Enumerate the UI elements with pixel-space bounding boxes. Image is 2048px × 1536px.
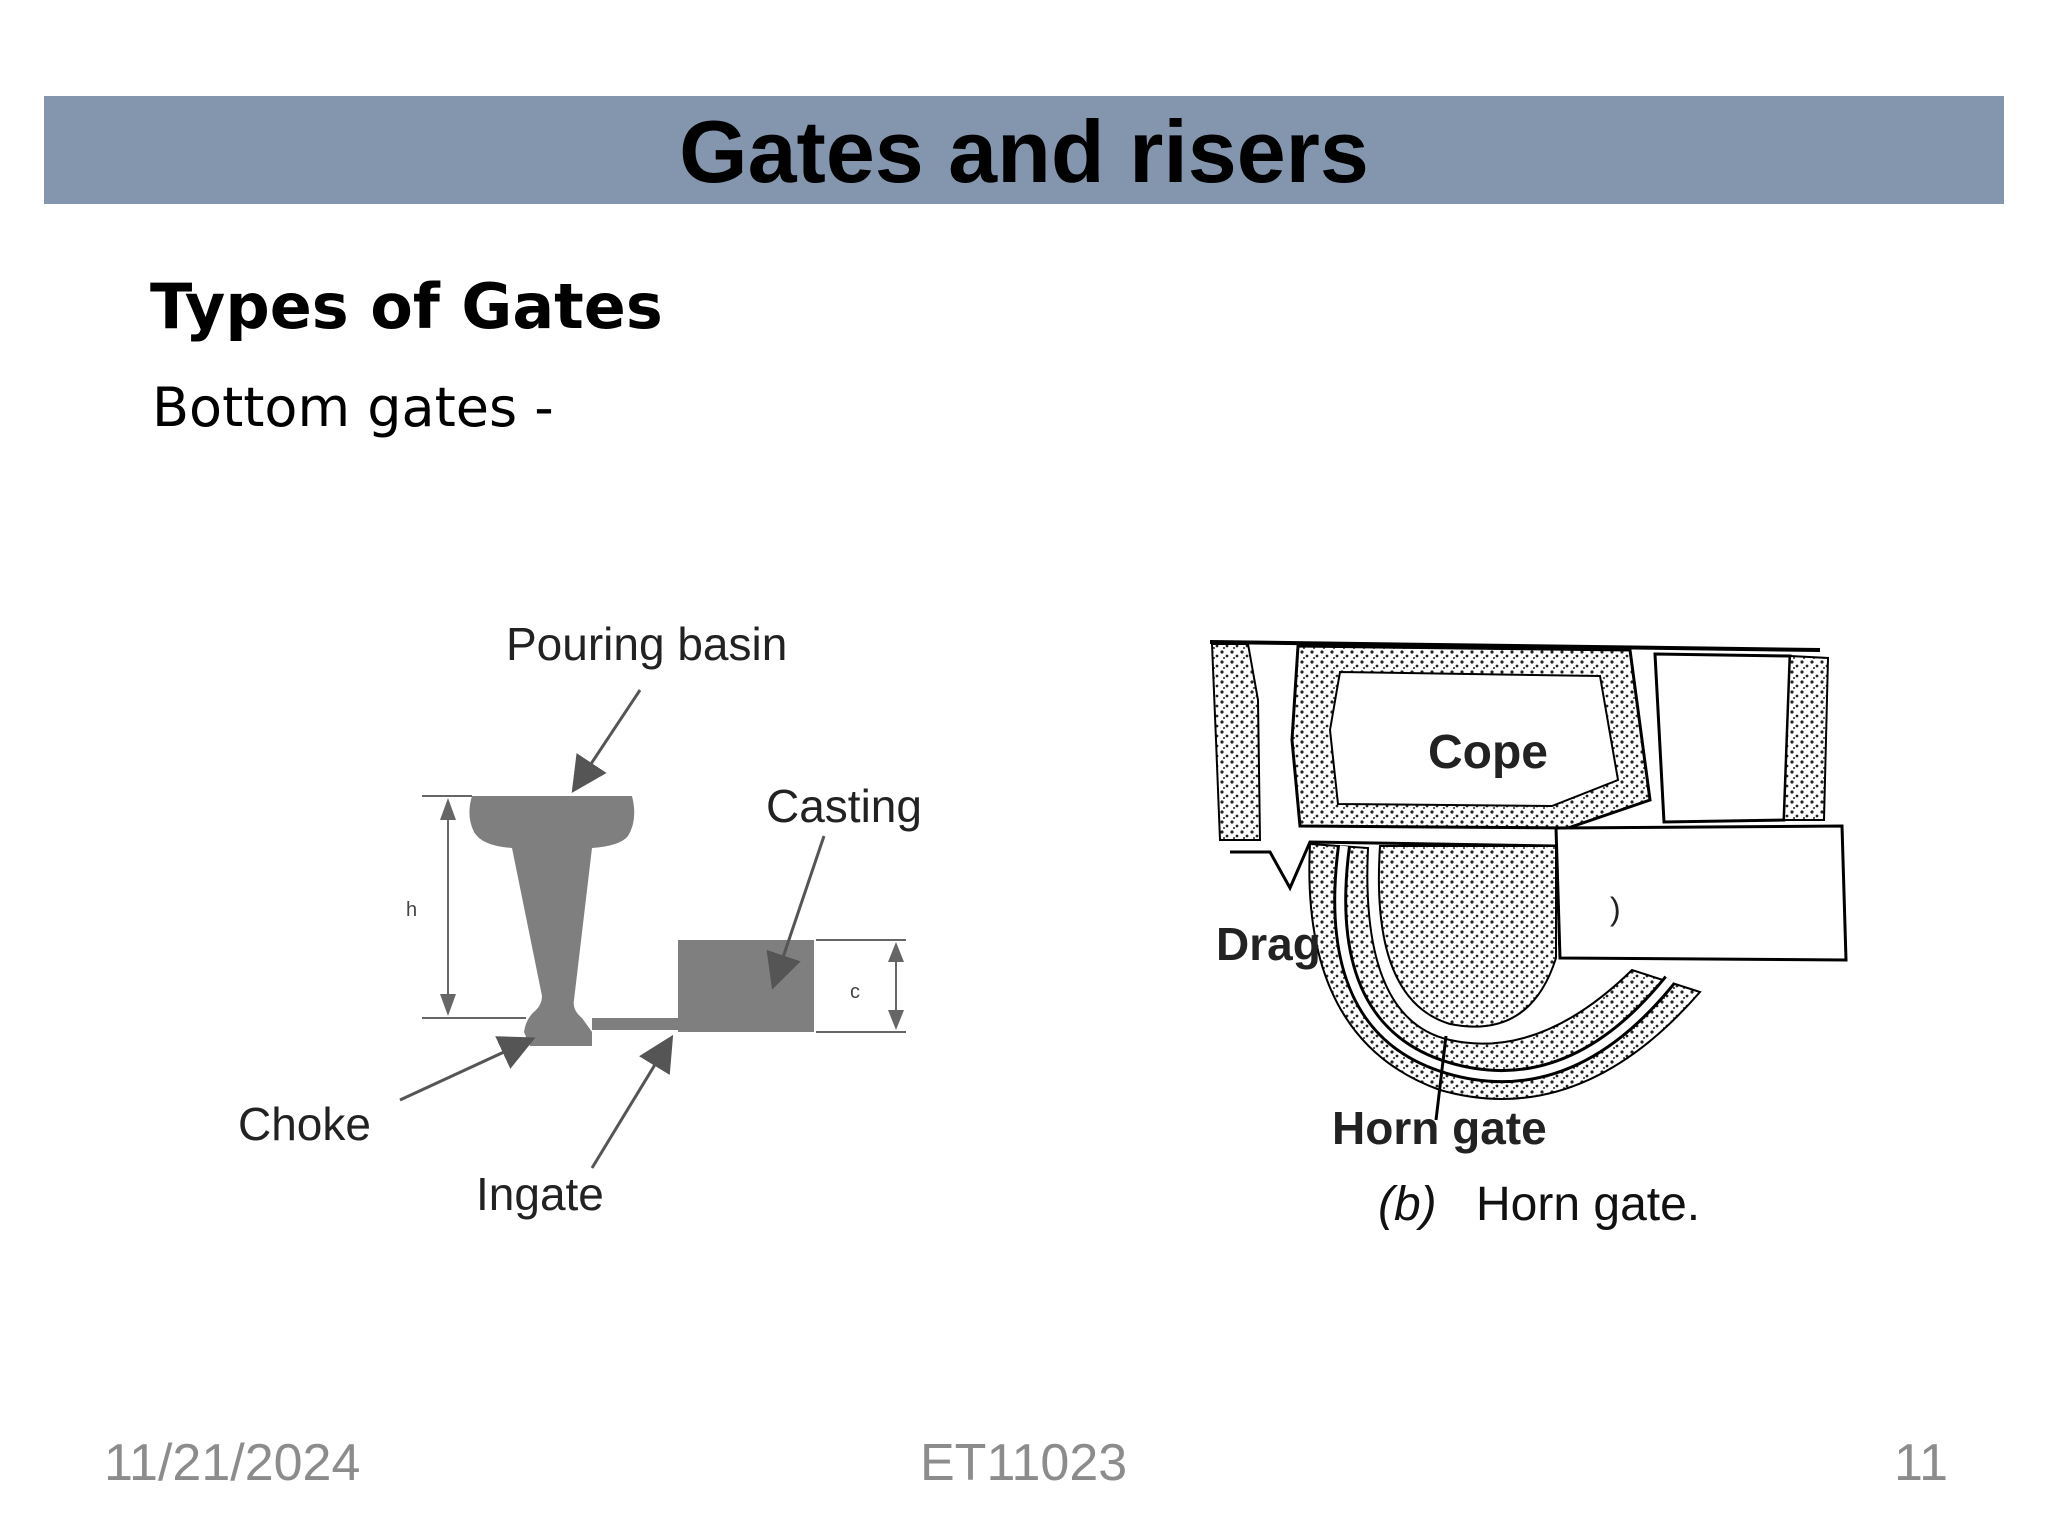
label-cope: Cope: [1428, 726, 1548, 779]
pointer-horn-gate: [1434, 1035, 1448, 1121]
title-bar: Gates and risers: [44, 96, 2004, 204]
horn-channel-inner: [1336, 845, 1674, 1081]
arrow-casting: [766, 835, 826, 990]
caption-text: Horn gate.: [1476, 1178, 1700, 1231]
mold-top-line: [1209, 640, 1821, 652]
arrow-choke: [399, 1036, 536, 1102]
section-heading: Types of Gates: [150, 270, 663, 343]
right-sand: [1782, 654, 1830, 821]
parting-line: [1230, 840, 1557, 892]
casting-block: [678, 940, 814, 1032]
bottom-gate-svg: Pouring basin h c Casting Choke Ingate: [238, 618, 922, 1220]
label-paren: ): [1610, 891, 1621, 927]
label-casting: Casting: [766, 780, 922, 832]
slide-title: Gates and risers: [679, 102, 1369, 201]
drag-sand: [1308, 842, 1702, 1100]
label-c: c: [850, 981, 860, 1003]
bottom-gate-diagram: Pouring basin h c Casting Choke Ingate: [220, 600, 980, 1240]
label-drag: Drag: [1216, 918, 1321, 970]
footer-date: 11/21/2024: [104, 1434, 361, 1492]
core-sand: [1377, 845, 1557, 1028]
body-text: Bottom gates -: [152, 376, 554, 439]
label-ingate: Ingate: [476, 1168, 604, 1220]
label-pouring-basin: Pouring basin: [506, 618, 787, 670]
left-sand: [1210, 643, 1262, 841]
arrow-ingate: [590, 1034, 674, 1169]
label-horn-gate: Horn gate: [1332, 1102, 1547, 1154]
arrow-pouring-basin: [571, 689, 642, 794]
casting-core: [1554, 824, 1848, 962]
right-top-block: [1653, 652, 1792, 824]
label-choke: Choke: [238, 1098, 371, 1150]
horn-gate-svg: Cope ) Drag Horn gate (b) Horn gate.: [1209, 640, 1848, 1231]
footer-course-code: ET11023: [920, 1434, 1128, 1492]
cope-inner: [1328, 670, 1620, 808]
footer-page-number: 11: [1894, 1434, 1948, 1492]
label-h: h: [406, 899, 417, 921]
sprue-shape: [469, 796, 635, 1046]
horn-gate-diagram: Cope ) Drag Horn gate (b) Horn gate.: [1200, 620, 1860, 1260]
caption-letter: (b): [1378, 1178, 1437, 1231]
